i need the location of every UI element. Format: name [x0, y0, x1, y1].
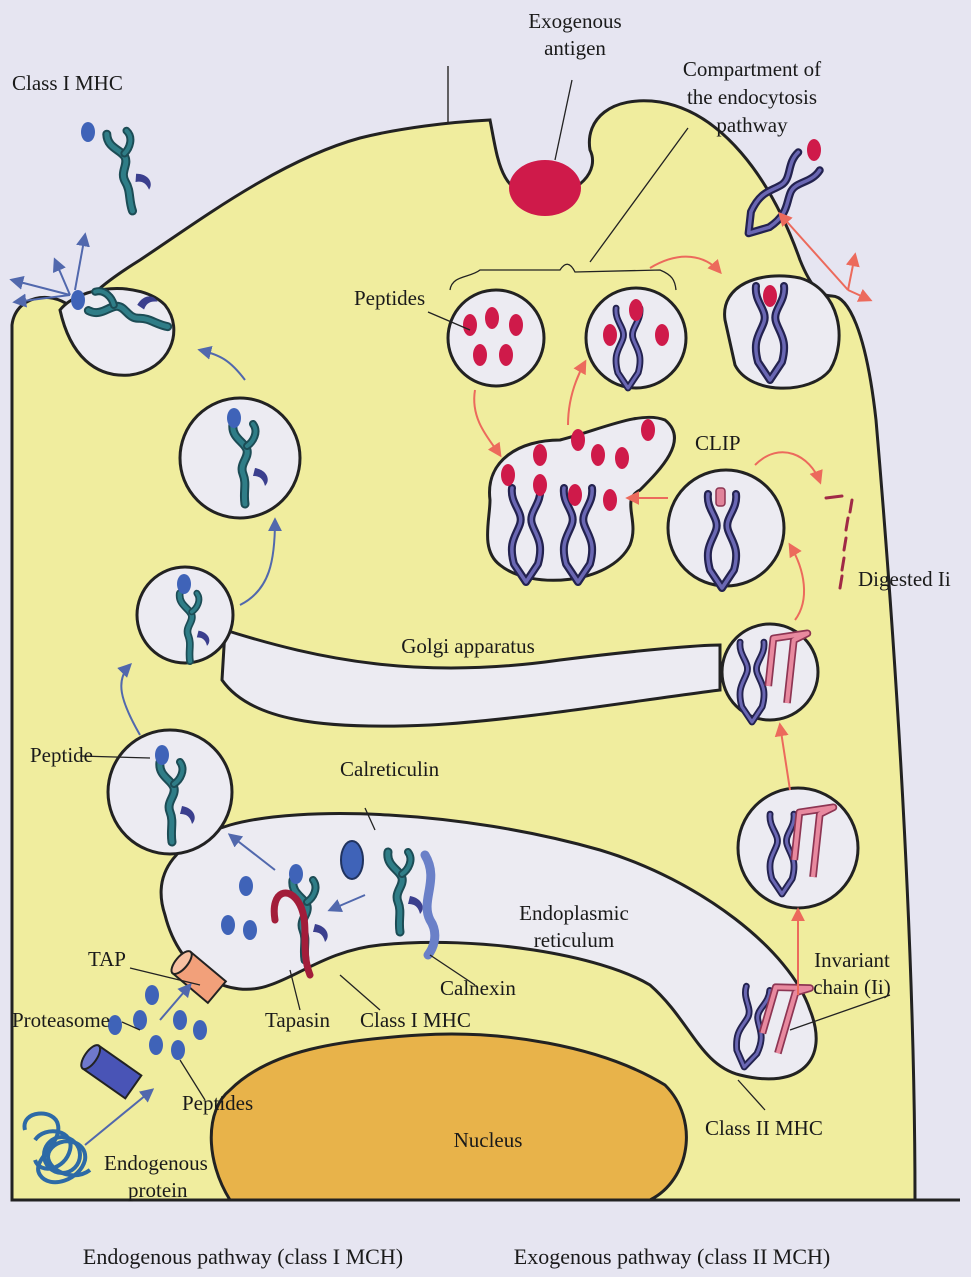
label-calreticulin: Calreticulin	[340, 757, 440, 781]
caption-exogenous-pathway: Exogenous pathway (class II MCH)	[514, 1244, 831, 1269]
label-tap: TAP	[88, 947, 126, 971]
antigen-peptide-surface	[807, 139, 821, 161]
peptide-golgi	[177, 574, 191, 594]
label-digested-ii: Digested Ii	[858, 567, 951, 591]
caption-endogenous-pathway: Endogenous pathway (class I MCH)	[83, 1244, 403, 1269]
label-class1-mhc-top: Class I MHC	[12, 71, 123, 95]
peptide-vesicle	[155, 745, 169, 765]
label-class2-mhc: Class II MHC	[705, 1116, 823, 1140]
label-clip: CLIP	[695, 431, 741, 455]
label-peptide: Peptide	[30, 743, 93, 767]
label-exogenous-antigen-1: Exogenous	[528, 9, 621, 33]
label-class1-mhc-er: Class I MHC	[360, 1008, 471, 1032]
label-endogenous-1: Endogenous	[104, 1151, 208, 1175]
class1-mhc-surface	[107, 128, 155, 213]
label-compartment-2: the endocytosis	[687, 85, 817, 109]
peptide-vesicle-top	[227, 408, 241, 428]
label-invariant-1: Invariant	[814, 948, 890, 972]
label-nucleus: Nucleus	[454, 1128, 523, 1152]
peptide-exiting	[71, 290, 85, 310]
calreticulin	[341, 841, 363, 879]
label-compartment-3: pathway	[716, 113, 788, 137]
label-tapasin: Tapasin	[265, 1008, 331, 1032]
label-exogenous-antigen-2: antigen	[544, 36, 606, 60]
label-er-1: Endoplasmic	[519, 901, 629, 925]
antigen-peptide-exiting	[763, 285, 777, 307]
label-er-2: reticulum	[534, 928, 614, 952]
label-compartment-1: Compartment of	[683, 57, 821, 81]
clip-fragment	[716, 488, 725, 506]
label-peptides-top: Peptides	[354, 286, 425, 310]
label-invariant-2: chain (Ii)	[813, 975, 891, 999]
vesicle-peptides	[448, 290, 544, 386]
label-endogenous-2: protein	[128, 1178, 188, 1202]
exogenous-antigen-particle	[509, 160, 581, 216]
label-peptides-bottom: Peptides	[182, 1091, 253, 1115]
peptide-surface	[81, 122, 95, 142]
label-golgi: Golgi apparatus	[401, 634, 535, 658]
label-calnexin: Calnexin	[440, 976, 516, 1000]
peptide-er-loaded	[289, 864, 303, 884]
label-proteasome: Proteasome	[12, 1008, 110, 1032]
